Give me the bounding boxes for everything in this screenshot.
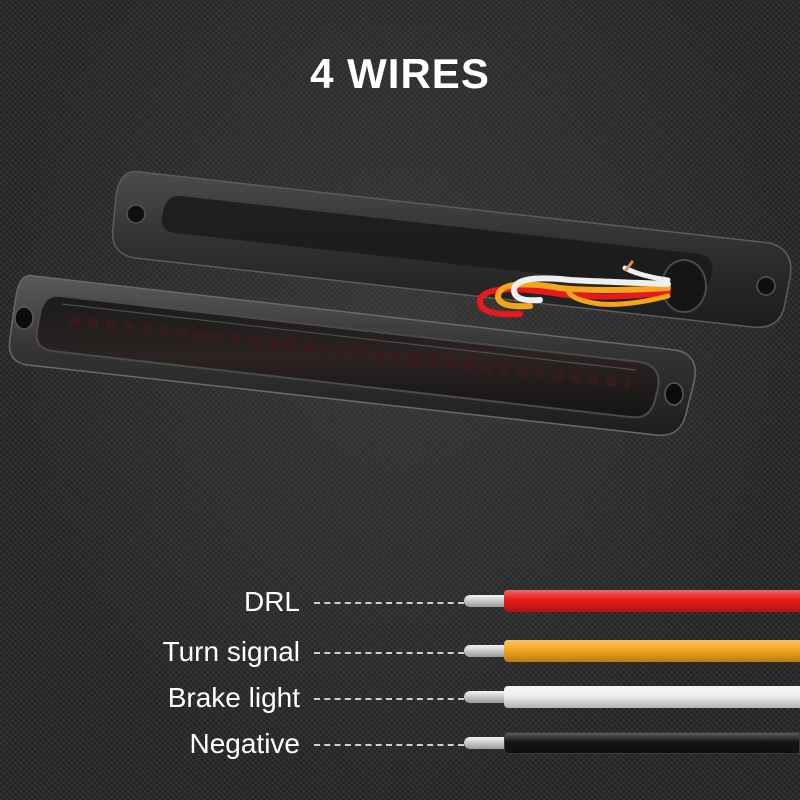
wire-row-drl: DRL xyxy=(0,582,800,622)
dashed-leader-line xyxy=(314,652,464,654)
dashed-leader-line xyxy=(314,698,464,700)
front-light-bar xyxy=(8,274,696,437)
wire-row-brake-light: Brake light xyxy=(0,678,800,718)
wire-insulation-turn-signal xyxy=(504,640,800,662)
dashed-leader-line xyxy=(314,602,464,604)
wire-label-drl: DRL xyxy=(243,586,300,617)
wire-tip xyxy=(464,691,506,703)
wire-bundle xyxy=(477,260,671,318)
wire-tip xyxy=(464,737,506,749)
title-text: 4 WIRES xyxy=(310,50,490,97)
wire-insulation-drl xyxy=(504,590,800,612)
wire-insulation-negative xyxy=(504,732,800,754)
wire-tip xyxy=(464,595,506,607)
wire-label-negative: Negative xyxy=(189,728,300,759)
wire-row-turn-signal: Turn signal xyxy=(0,632,800,672)
wire-label-brake-light: Brake light xyxy=(167,682,300,713)
wire-row-negative: Negative xyxy=(0,724,800,764)
wire-insulation-brake-light xyxy=(504,686,800,708)
dashed-leader-line xyxy=(314,744,464,746)
wire-tip xyxy=(464,645,506,657)
wire-label-turn-signal: Turn signal xyxy=(162,636,300,667)
